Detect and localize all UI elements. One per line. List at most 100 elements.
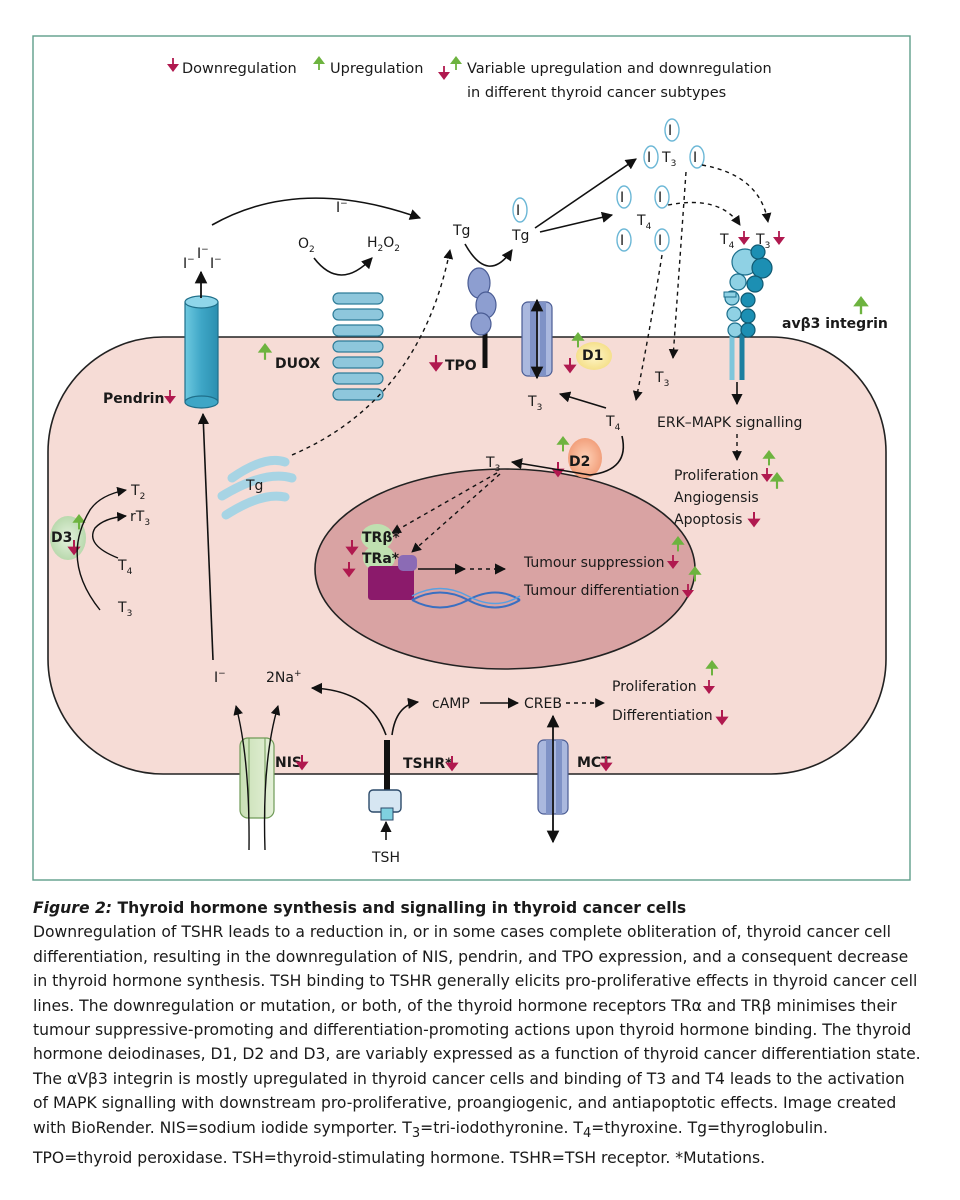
legend-up-arrow-icon: [313, 56, 325, 70]
duox-enzyme: [332, 292, 384, 401]
trb-down-icon: [345, 540, 359, 556]
tpo-down-icon: [428, 355, 444, 372]
angiogenesis-up-icon: [769, 472, 785, 489]
d3-label: D3: [51, 530, 72, 546]
tshr-proliferation-up-icon: [705, 660, 719, 676]
d3-up-icon: [72, 514, 86, 530]
t4-intracellular-label: T4: [605, 414, 621, 433]
t3-to-integrin-arrow: [701, 164, 772, 223]
svg-text:I: I: [693, 150, 697, 166]
svg-text:I: I: [668, 123, 672, 139]
d3-t2-label: T2: [130, 483, 145, 502]
angiogenesis-label: Angiogensis: [674, 490, 759, 506]
tshr-down-icon: [445, 756, 459, 772]
tg-label-extracellular-2: Tg: [511, 228, 529, 244]
svg-text:T4: T4: [636, 213, 652, 232]
t3-intracellular-label: T3: [654, 370, 669, 389]
d2-enzyme: [568, 438, 602, 478]
tshr-differentiation-down-icon: [715, 710, 729, 726]
mct-down-icon: [599, 756, 613, 772]
o2-label: O2: [298, 236, 315, 255]
camp-label: cAMP: [432, 696, 470, 712]
svg-text:T3: T3: [661, 150, 676, 169]
t3-entry-arrow: [668, 171, 687, 359]
erk-mapk-label: ERK–MAPK signalling: [657, 415, 802, 431]
t3-molecule: I I I T3: [643, 118, 705, 169]
duox-helix: [332, 292, 384, 305]
tumour-differentiation-label: Tumour differentiation: [523, 583, 679, 599]
erk-proliferation-up-icon: [762, 450, 776, 466]
tumour-differentiation-down-icon: [682, 584, 694, 598]
d2-label: D2: [569, 454, 590, 470]
d1-up-icon: [571, 332, 585, 348]
pendrin-label: Pendrin: [103, 391, 164, 407]
d1-down-icon: [563, 358, 577, 374]
iodide-to-tg-arrow: [211, 197, 422, 226]
tshr-label: TSHR*: [403, 756, 453, 772]
duox-helix: [332, 324, 384, 337]
tshr-proliferation-label: Proliferation: [612, 679, 697, 695]
tshr-differentiation-label: Differentiation: [612, 708, 713, 724]
erk-proliferation-label: Proliferation: [674, 468, 759, 484]
t3-to-tra-arrow: [411, 473, 501, 553]
caption-title-text: Thyroid hormone synthesis and signalling…: [112, 899, 687, 917]
integrin-label: avβ3 integrin: [782, 316, 888, 332]
tumour-suppression-label: Tumour suppression: [523, 555, 665, 571]
tshr-to-sodium-arrow: [310, 682, 387, 736]
avb3-integrin: [723, 244, 773, 380]
duox-up-icon: [257, 343, 273, 360]
mct-label: MCT: [577, 755, 611, 771]
mct-top-t3-label: T3: [527, 394, 542, 413]
duox-helix: [332, 372, 384, 385]
svg-text:I: I: [620, 190, 624, 206]
iodide-to-pendrin-arrow: [197, 412, 214, 661]
svg-text:I: I: [620, 233, 624, 249]
tshr-proliferation-down-icon: [703, 680, 715, 694]
nis-iodide-path: [233, 705, 250, 851]
t3-nuclear-label: T3: [485, 455, 500, 474]
caption-body: Downregulation of TSHR leads to a reduct…: [33, 920, 923, 1170]
tumour-differentiation-up-icon: [688, 566, 702, 582]
d3-to-t2-arrow: [76, 486, 127, 611]
caption-sub-3: 3: [411, 1125, 421, 1141]
erk-proliferation-down-icon: [761, 468, 773, 482]
iodide-label-top: I−: [336, 199, 348, 216]
legend-variable-label-2: in different thyroid cancer subtypes: [467, 85, 726, 101]
d3-to-rt3-arrow: [91, 511, 127, 559]
pendrin-iodide-2: I−: [197, 245, 209, 262]
integrin-t3-down-icon: [773, 231, 785, 245]
duox-label: DUOX: [275, 356, 320, 372]
tg-to-t4-arrow: [539, 211, 614, 233]
nis-down-icon: [295, 755, 309, 771]
apoptosis-label: Apoptosis: [674, 512, 742, 528]
caption-body-part3: =thyroxine. Tg=thyroglobulin. TPO=thyroi…: [33, 1118, 829, 1168]
caption-title: Figure 2: Thyroid hormone synthesis and …: [33, 896, 923, 920]
d1-enzyme: [576, 342, 612, 370]
trb-label: TRβ*: [362, 530, 400, 546]
t4-to-t3-via-d2-arrow: [510, 435, 624, 476]
h2o2-label: H2O2: [367, 235, 400, 254]
duox-helix: [332, 388, 384, 401]
caption-figure-label: Figure 2:: [33, 899, 113, 917]
tg-endocytosis-arrow: [291, 249, 454, 456]
integrin-up-icon: [853, 296, 869, 315]
nis-sodium-label: 2Na+: [266, 669, 302, 686]
legend: Downregulation Upregulation Variable upr…: [167, 56, 772, 101]
thyroid-hormone-receptor-complex: [361, 524, 521, 609]
legend-variable-label-1: Variable upregulation and downregulation: [467, 61, 772, 77]
tg-to-t3-arrow: [534, 158, 637, 229]
tg-to-tpo-arrow: [464, 243, 513, 267]
legend-variable-up-icon: [450, 56, 462, 70]
d1-label: D1: [582, 348, 603, 364]
t4-to-t3-via-d1-arrow: [558, 391, 607, 409]
t4-entry-arrow: [632, 254, 663, 401]
tumour-suppression-up-icon: [671, 536, 685, 552]
nis-iodide-label: I−: [214, 669, 226, 686]
svg-text:I: I: [658, 190, 662, 206]
tg-label-extracellular-1: Tg: [452, 223, 470, 239]
apoptosis-down-icon: [747, 512, 761, 528]
tra-down-icon: [342, 562, 356, 578]
legend-up-label: Upregulation: [330, 61, 423, 77]
tsh-label: TSH: [371, 850, 400, 866]
t4-to-integrin-arrow: [667, 201, 741, 226]
